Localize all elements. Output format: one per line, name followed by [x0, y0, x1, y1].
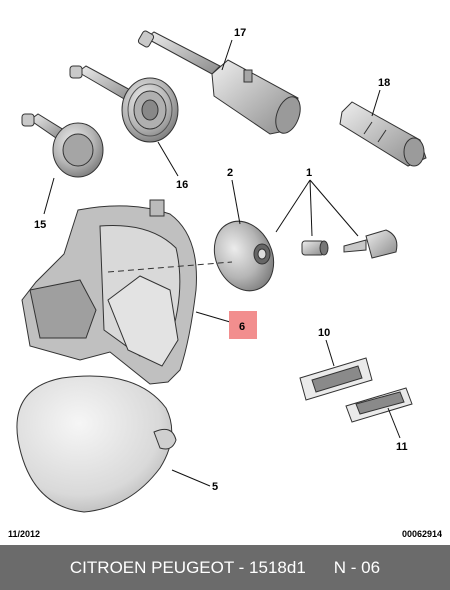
caption-title: CITROEN PEUGEOT - 1518d1	[69, 557, 306, 577]
part-5-fuel-flap	[16, 375, 177, 513]
callout-5: 5	[212, 481, 218, 493]
part-17-shaft	[137, 30, 301, 135]
callout-16: 16	[176, 179, 188, 191]
part-16-wheel-pin	[69, 65, 179, 143]
part-2-fuel-cap	[213, 220, 275, 292]
callout-2: 2	[227, 167, 233, 179]
parts-diagram: 17 18 16 15 2 1 6 10 11 5	[16, 27, 427, 513]
callout-17: 17	[234, 27, 246, 39]
callout-15: 15	[34, 219, 46, 231]
callout-1: 1	[306, 167, 312, 179]
callout-10: 10	[318, 327, 330, 339]
part-18-connector	[339, 101, 427, 167]
part-1-lock-set	[301, 229, 398, 259]
part-6-filler-housing	[21, 199, 197, 385]
part-15-disc-pin	[21, 113, 104, 178]
callout-6: 6	[239, 321, 245, 333]
part-11-label	[345, 387, 413, 423]
dashed-guide-line	[107, 261, 233, 273]
callout-11: 11	[396, 441, 408, 453]
footer-code: 00062914	[401, 529, 442, 539]
part-10-label	[299, 357, 373, 401]
footer-date: 11/2012	[8, 529, 41, 539]
caption-page: N - 06	[333, 557, 381, 577]
leader-lines	[43, 39, 401, 487]
highlight-box-6	[229, 311, 257, 339]
callout-18: 18	[378, 77, 390, 89]
caption-bar: CITROEN PEUGEOT - 1518d1 N - 06	[0, 545, 450, 590]
